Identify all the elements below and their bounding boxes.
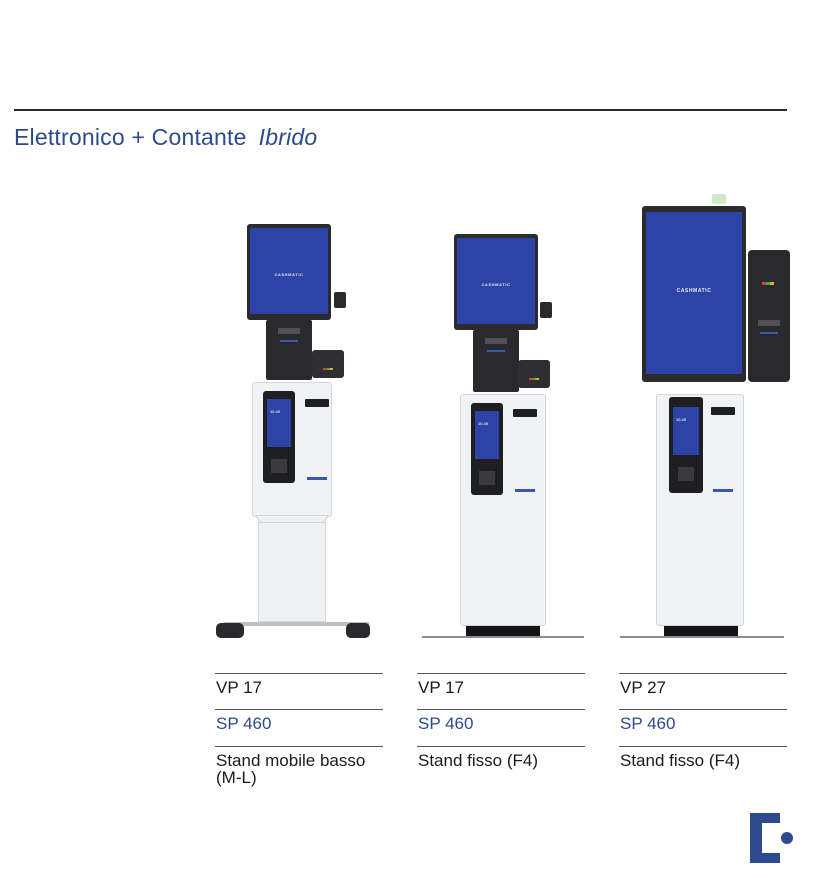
kiosk-brand-label: CASHMATIC: [676, 288, 712, 294]
stand-foot: [466, 626, 540, 637]
wheel-left: [216, 623, 244, 638]
terminal-time: 10.45: [478, 421, 489, 426]
stand-foot: [224, 622, 369, 626]
stand-type: Stand mobile basso: [216, 751, 366, 770]
row-divider: [215, 709, 383, 710]
stand-foot: [664, 626, 738, 637]
row-divider: [619, 673, 787, 674]
top-divider: [14, 109, 787, 111]
floor-line: [422, 636, 584, 638]
note-slot: [513, 409, 537, 417]
terminal-time: 10.45: [270, 409, 281, 414]
kiosk-image-vp17-fixed: CASHMATIC 10.45: [420, 232, 586, 642]
kiosk-display: CASHMATIC: [247, 224, 331, 320]
kiosk-brand-label: CASHMATIC: [481, 282, 511, 287]
row-divider: [619, 746, 787, 747]
kiosk-screen: CASHMATIC: [250, 228, 328, 314]
screen-model: VP 17: [216, 678, 263, 697]
card-reader: [518, 360, 550, 388]
barcode-scanner: [334, 292, 346, 308]
kiosk-display: CASHMATIC: [454, 234, 538, 330]
barcode-scanner: [540, 302, 552, 318]
note-slot: [305, 399, 329, 407]
heading-subtitle: Ibrido: [258, 124, 318, 150]
row-divider: [215, 673, 383, 674]
payment-terminal: 10.45: [263, 391, 295, 483]
unit-badge: [307, 477, 327, 480]
kiosk-neck: [473, 330, 519, 392]
kiosk-image-vp17-mobile: CASHMATIC 10.45: [214, 222, 374, 642]
kiosk-screen: CASHMATIC: [457, 238, 535, 324]
stand-code: (M-L): [216, 768, 257, 787]
stand-type: Stand fisso (F4): [620, 751, 740, 770]
unit-badge: [713, 489, 733, 492]
unit-model: SP 460: [620, 714, 676, 733]
row-divider: [215, 746, 383, 747]
section-heading: Elettronico + Contante Ibrido: [14, 124, 317, 151]
screen-model: VP 27: [620, 678, 667, 697]
kiosk-neck: [266, 320, 312, 380]
payment-terminal: 10.45: [471, 403, 503, 495]
unit-model: SP 460: [216, 714, 272, 733]
card-reader-tower: [748, 250, 790, 382]
screen-model: VP 17: [418, 678, 465, 697]
top-indicator: [712, 194, 726, 204]
stand-column: [258, 522, 326, 622]
row-divider: [417, 746, 585, 747]
floor-line: [620, 636, 784, 638]
unit-badge: [515, 489, 535, 492]
row-divider: [417, 709, 585, 710]
heading-title: Elettronico + Contante: [14, 124, 247, 150]
cash-unit-body: 10.45: [656, 394, 744, 626]
kiosk-image-vp27-fixed: CASHMATIC 10.45: [620, 194, 790, 642]
row-divider: [619, 709, 787, 710]
cash-unit-body: 10.45: [252, 382, 332, 517]
cash-unit-body: 10.45: [460, 394, 546, 626]
note-slot: [711, 407, 735, 415]
kiosk-screen: CASHMATIC: [646, 212, 742, 374]
kiosk-display: CASHMATIC: [642, 206, 746, 382]
card-reader: [312, 350, 344, 378]
kiosk-brand-label: CASHMATIC: [274, 272, 304, 277]
brand-logo-icon: [750, 813, 793, 863]
wheel-right: [346, 623, 370, 638]
stand-type: Stand fisso (F4): [418, 751, 538, 770]
terminal-time: 10.45: [676, 417, 687, 422]
payment-terminal: 10.45: [669, 397, 703, 493]
unit-model: SP 460: [418, 714, 474, 733]
row-divider: [417, 673, 585, 674]
